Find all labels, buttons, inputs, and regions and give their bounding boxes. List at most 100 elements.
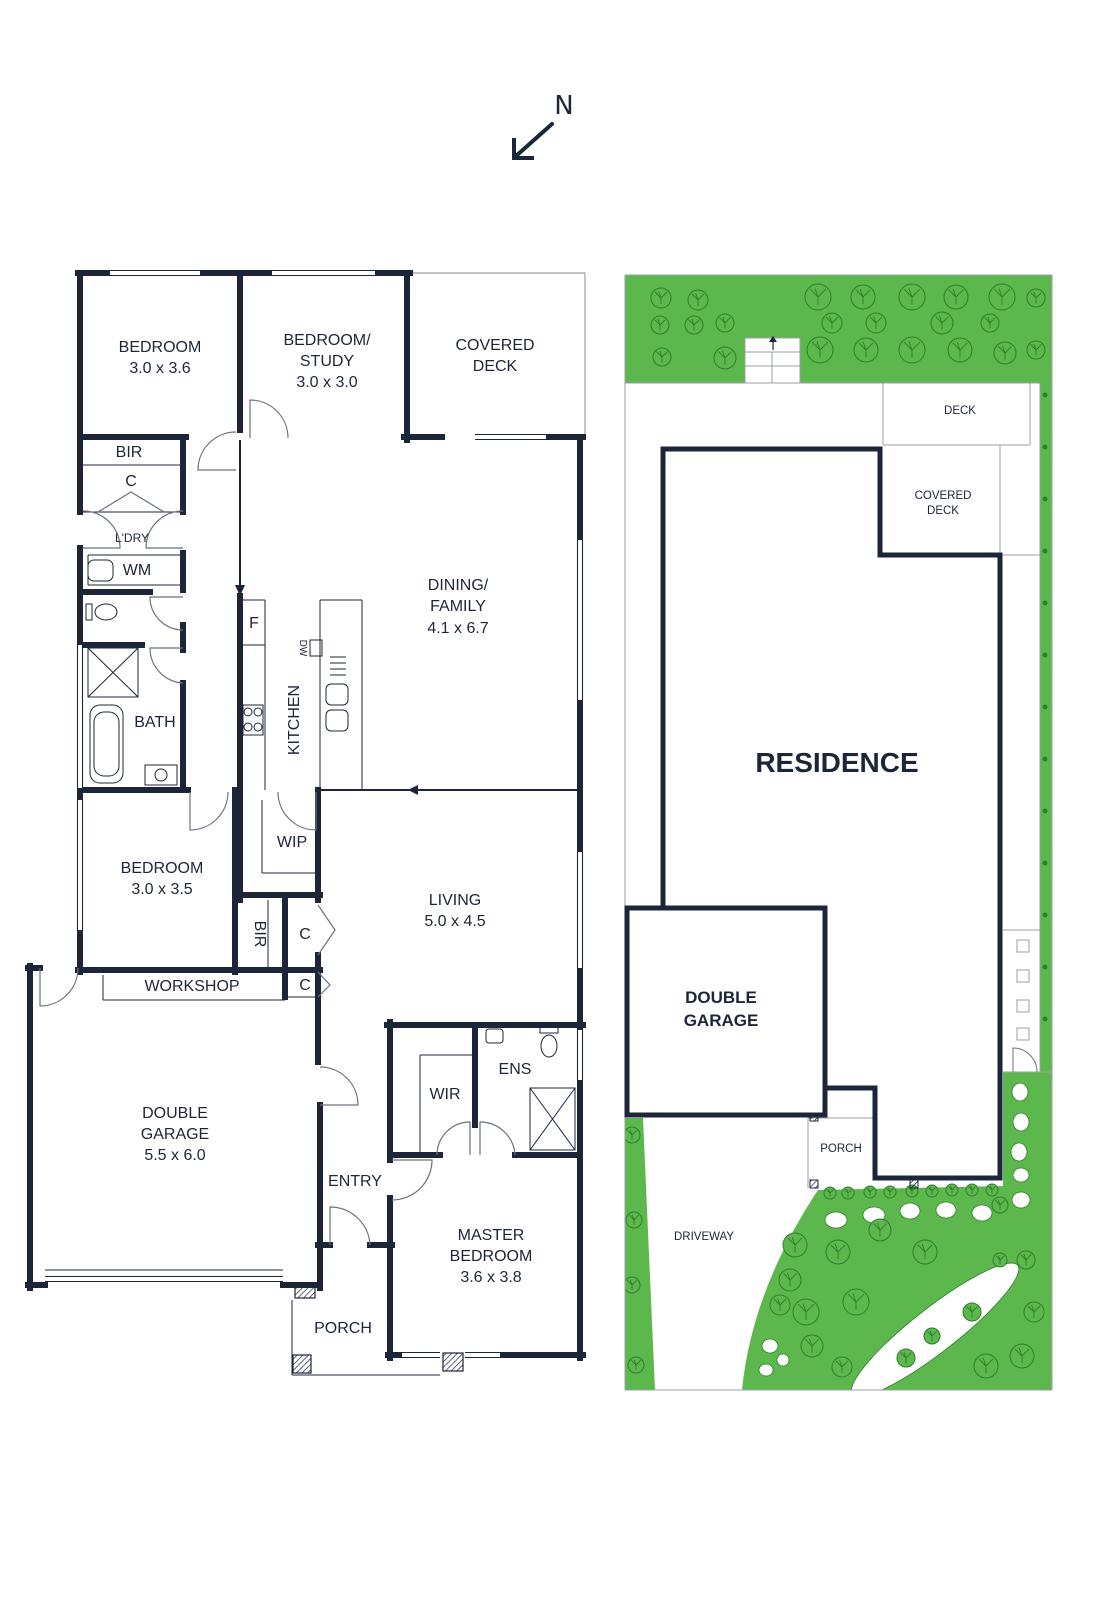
tree-branches: [809, 288, 827, 305]
tree-branches: [984, 316, 996, 329]
site-residence-label: RESIDENCE: [755, 747, 918, 778]
door-swing: [317, 971, 331, 998]
tree-icon: [823, 1186, 837, 1200]
shrub-icon: [1042, 860, 1048, 866]
tree-icon: [687, 289, 709, 311]
floor-plan-labels: BEDROOM 3.0 x 3.6 BEDROOM/ STUDY 3.0 x 3…: [115, 332, 535, 1337]
tree-icon: [965, 1183, 979, 1197]
bedroom-study-name-line2: STUDY: [300, 353, 355, 370]
door-swing: [317, 904, 336, 956]
tree-icon: [863, 1185, 877, 1199]
tree-icon: [804, 283, 832, 311]
tree-icon: [769, 1294, 791, 1316]
shrub-icon: [1042, 704, 1048, 710]
tree-icon: [1023, 1301, 1045, 1323]
tree-branches: [928, 1186, 936, 1195]
tree-branches: [719, 316, 731, 329]
shrub-icon: [1042, 756, 1048, 762]
dishwasher: [309, 639, 323, 657]
living-name: LIVING: [429, 892, 481, 909]
shrub-icon: [1042, 964, 1048, 970]
tree-branches: [787, 1236, 803, 1253]
tree-branches: [628, 1214, 640, 1225]
paver: [1016, 969, 1030, 983]
tree-icon: [865, 312, 887, 334]
tree-branches: [858, 341, 874, 358]
dishwasher-label: DW: [297, 640, 308, 657]
shrub-icon: [1042, 444, 1048, 450]
tree-branches: [691, 293, 705, 306]
paver: [1016, 1027, 1030, 1041]
door-swing: [82, 510, 121, 549]
master-bedroom-name-line1: MASTER: [458, 1227, 525, 1244]
tree-icon: [625, 1276, 641, 1294]
cooktop-burner: [253, 722, 263, 732]
bedroom-1-size: 3.0 x 3.6: [129, 360, 190, 377]
tree-icon: [912, 1239, 938, 1265]
tree-icon: [993, 341, 1017, 365]
cooktop-burner: [243, 722, 253, 732]
stepping-stone: [1012, 1167, 1030, 1183]
bath-shower-cross: [87, 647, 139, 698]
door-swing: [249, 399, 289, 439]
shrub-icon: [1042, 392, 1048, 398]
tree-icon: [1026, 340, 1046, 360]
bir-2-label: BIR: [251, 921, 268, 948]
stepping-stone: [824, 1211, 848, 1229]
porch-label: PORCH: [314, 1320, 372, 1337]
entry-label: ENTRY: [328, 1173, 382, 1190]
tree-icon: [842, 1288, 870, 1316]
site-trees: [625, 283, 1048, 1379]
stepping-stone: [899, 1202, 921, 1220]
porch-post: [809, 1115, 819, 1122]
shrub-icon: [1042, 912, 1048, 918]
tree-icon: [945, 1183, 959, 1197]
tree-icon: [853, 337, 879, 363]
tree-branches: [797, 1303, 815, 1320]
tree-branches: [935, 315, 949, 330]
dining-family-size: 4.1 x 6.7: [427, 620, 488, 637]
flow-arrow-head: [235, 585, 245, 596]
paver: [1016, 939, 1030, 953]
tree-branches: [1014, 1347, 1030, 1364]
master-bedroom-name-line2: BEDROOM: [450, 1248, 533, 1265]
door-swing: [329, 1206, 371, 1246]
tree-icon: [896, 1348, 916, 1368]
site-porch-label: PORCH: [820, 1143, 862, 1155]
stepping-stone: [761, 1338, 779, 1354]
tree-icon: [627, 1356, 645, 1374]
cupboard-3-label: C: [299, 977, 311, 994]
tree-icon: [713, 346, 737, 370]
bath-label: BATH: [134, 714, 175, 731]
tree-icon: [821, 312, 843, 334]
site-driveway-label: DRIVEWAY: [674, 1231, 734, 1243]
tree-icon: [650, 315, 670, 335]
tree-branches: [926, 1330, 938, 1341]
shrub-icon: [1042, 548, 1048, 554]
ensuite-label: ENS: [499, 1061, 532, 1078]
double-garage-size: 5.5 x 6.0: [144, 1147, 205, 1164]
tree-branches: [903, 341, 921, 358]
tree-branches: [630, 1359, 642, 1370]
tree-branches: [948, 1185, 956, 1194]
tree-branches: [718, 350, 732, 365]
door-swing: [149, 647, 184, 684]
door-swing: [319, 1066, 359, 1106]
cooktop-burner: [253, 707, 263, 717]
tree-branches: [844, 1188, 852, 1197]
tree-icon: [947, 337, 973, 363]
tree-branches: [656, 350, 668, 363]
bathtub-inner: [93, 711, 120, 777]
living-size: 5.0 x 4.5: [424, 913, 485, 930]
site-plan-labels: DECK COVERED DECK RESIDENCE DOUBLE GARAG…: [674, 405, 976, 1243]
bir-1-label: BIR: [116, 444, 143, 461]
tree-branches: [654, 291, 668, 304]
tree-branches: [1030, 291, 1042, 304]
tree-icon: [973, 1353, 999, 1379]
tree-icon: [792, 1298, 820, 1326]
sink-bowl: [325, 683, 349, 706]
bath-basin-bowl: [154, 768, 168, 782]
door-swing: [189, 791, 229, 831]
toilet: [94, 603, 118, 621]
shrub-icon: [1042, 496, 1048, 502]
